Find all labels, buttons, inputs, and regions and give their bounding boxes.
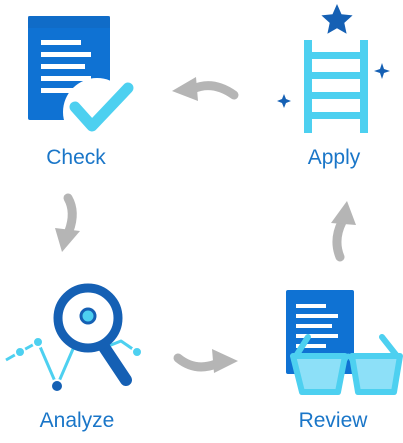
arrow-check-to-analyze: [55, 193, 80, 252]
arrow-review-to-apply: [331, 201, 356, 262]
star-icon: [321, 4, 353, 34]
sparkle-icon: [374, 63, 390, 79]
document-glasses-icon: [286, 290, 403, 395]
ladder-star-icon: [277, 4, 390, 133]
sparkle-icon: [277, 94, 291, 108]
arrow-apply-to-check: [172, 77, 239, 101]
arrow-analyze-to-review: [173, 349, 238, 373]
step-label-check: Check: [46, 146, 106, 169]
step-label-review: Review: [298, 409, 368, 432]
glasses-icon: [290, 334, 403, 395]
document-checkmark-icon: [28, 16, 134, 146]
magnifier-chart-icon: [5, 283, 143, 393]
step-label-apply: Apply: [307, 146, 361, 169]
step-label-analyze: Analyze: [39, 409, 115, 432]
